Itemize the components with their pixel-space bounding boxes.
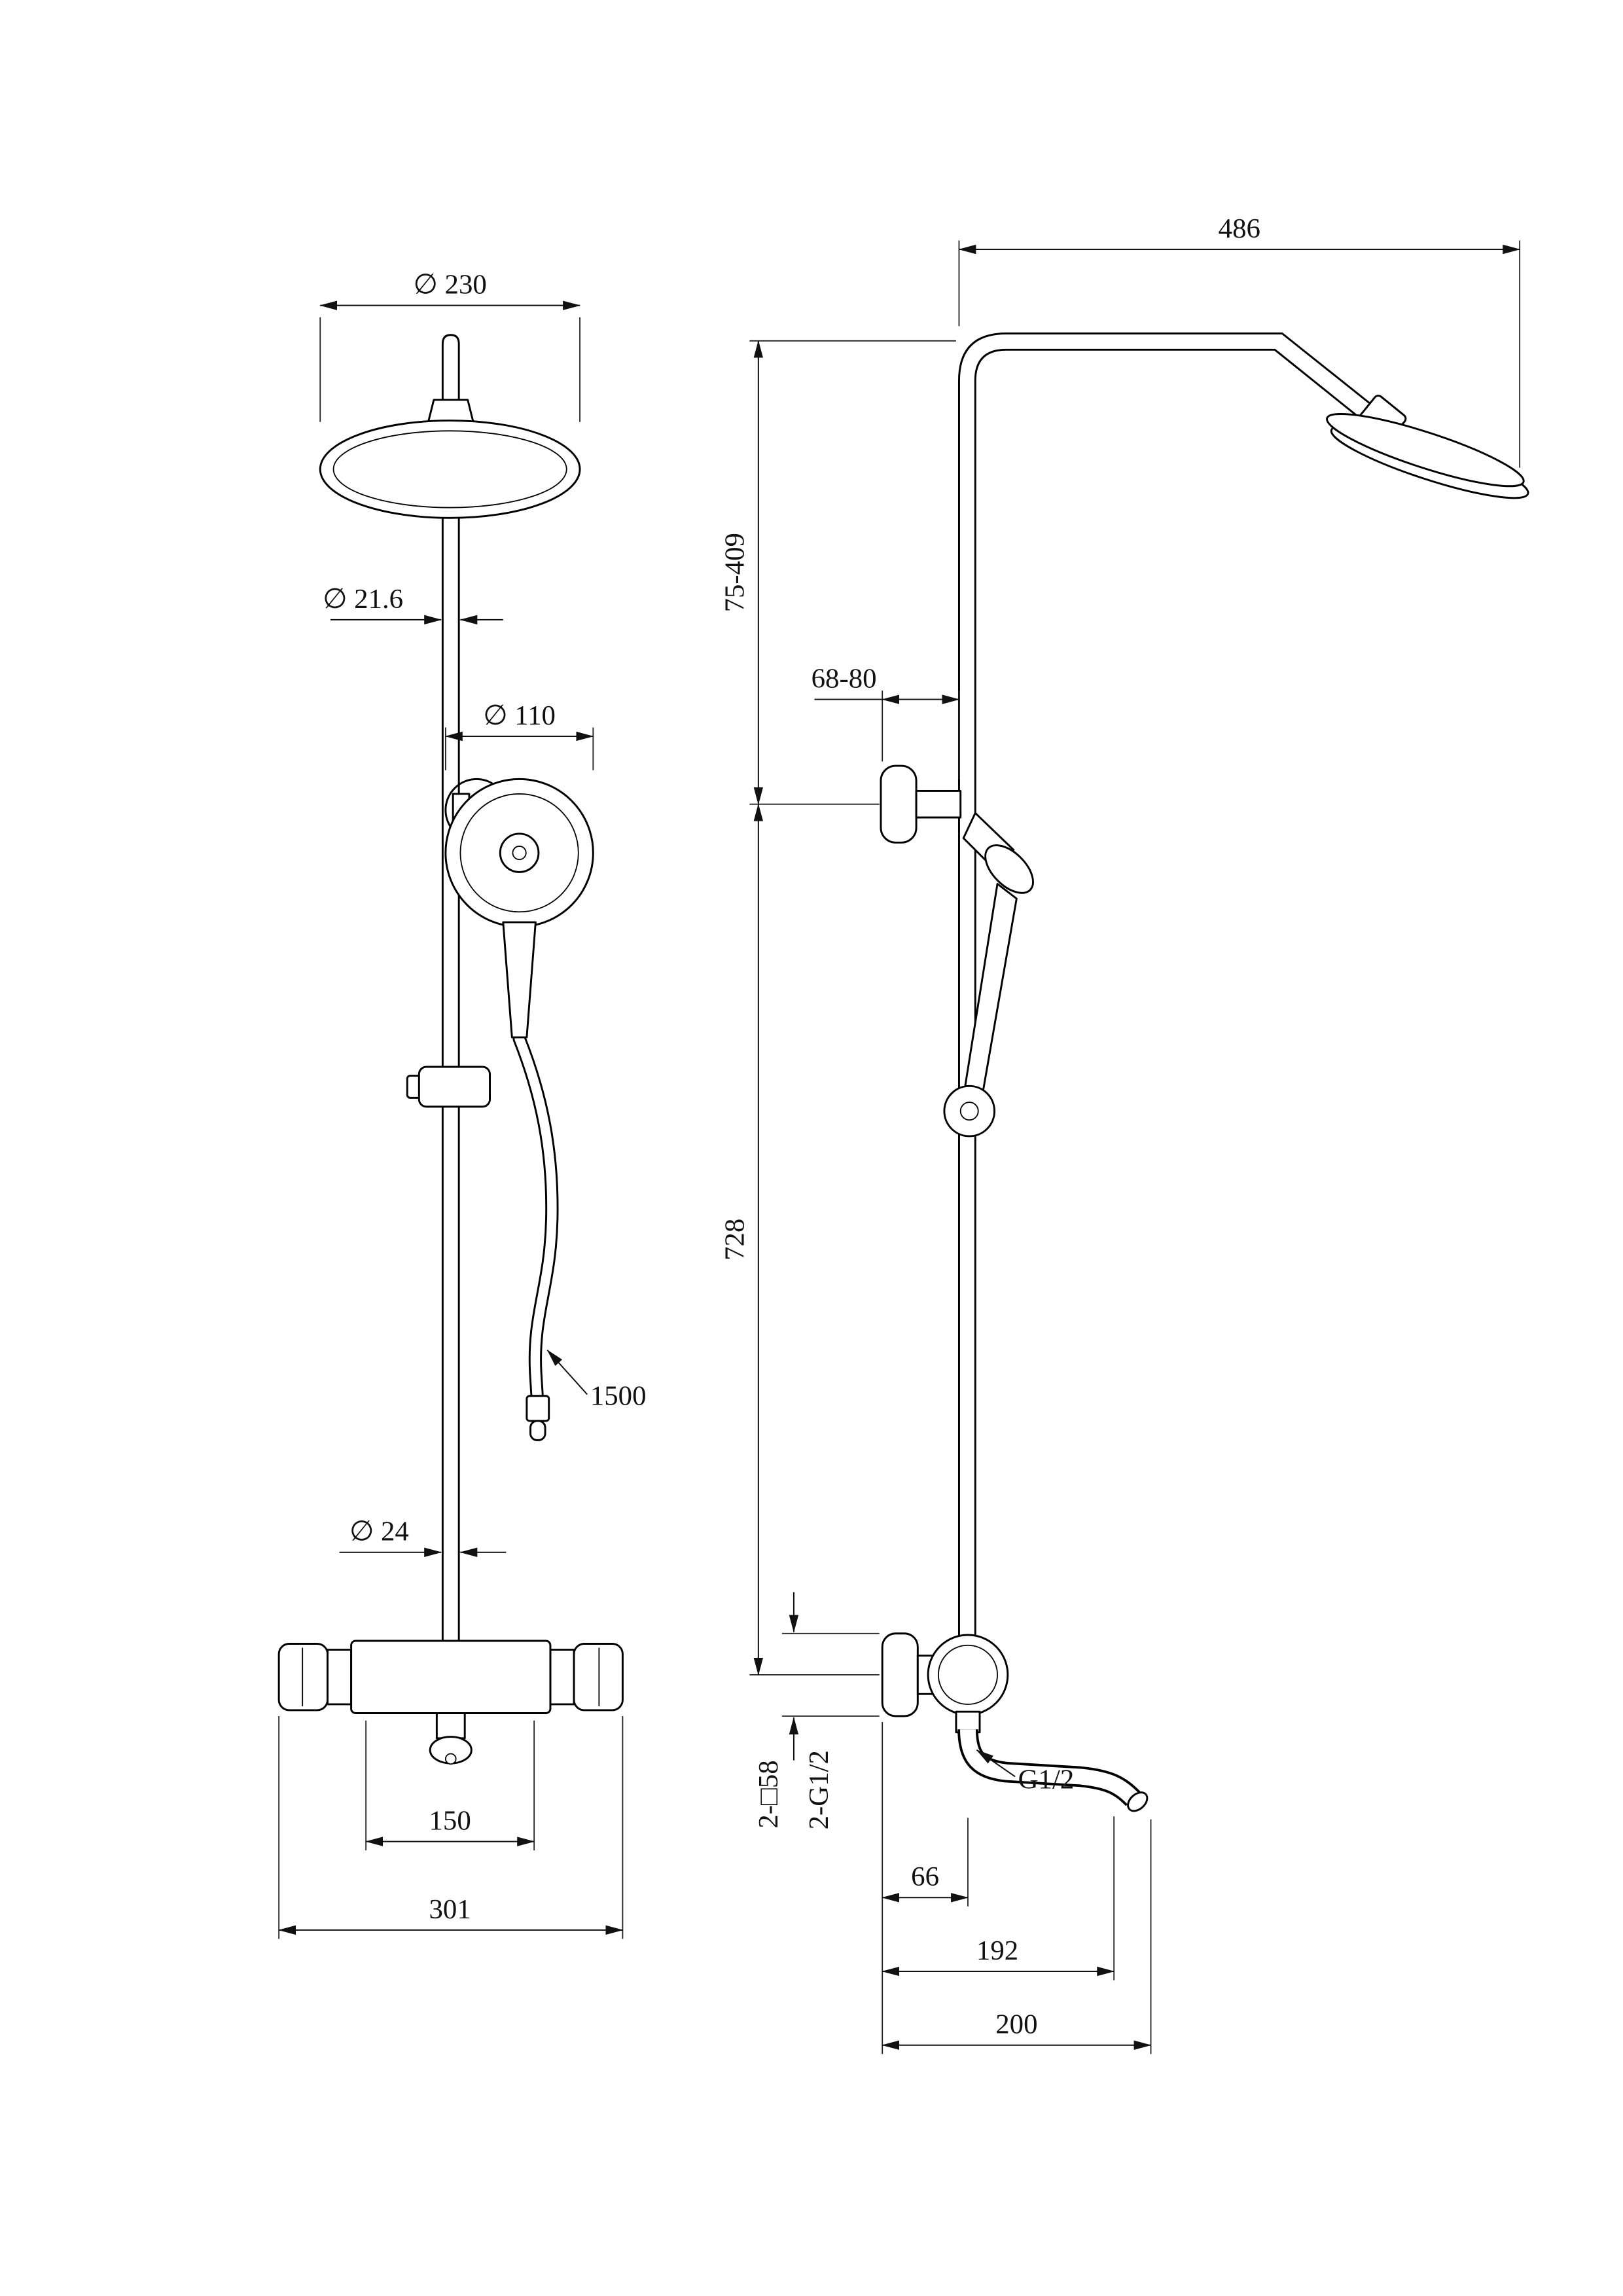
dim-inlet-spacing: 150	[429, 1806, 471, 1837]
dim-hose-length: 1500	[590, 1380, 647, 1411]
leader-line	[546, 1350, 588, 1395]
shower-head-side	[1326, 413, 1525, 488]
dim-pipe-diameter: ∅ 21.6	[323, 584, 403, 615]
front-view-dimensions: ∅ 230 ∅ 21.6 ∅ 110 1500 ∅ 24 150 301	[277, 270, 647, 1939]
hand-shower-hub-button	[512, 846, 527, 861]
valve-body-front	[350, 1640, 552, 1714]
tub-spout-inner	[960, 1729, 1139, 1804]
dim-wall-to-center: 66	[911, 1861, 939, 1892]
side-view	[880, 332, 1529, 1812]
valve-outlet-tip	[444, 1753, 457, 1765]
hose-end-tip	[529, 1420, 546, 1441]
valve-wall-flange	[881, 1632, 919, 1717]
side-view-dimensions: 486 75-409 68-80 728 2-□58 2-G1/2 G1/2 6…	[719, 213, 1521, 2054]
dim-arm-reach: 486	[1219, 213, 1260, 244]
valve-right-collar	[549, 1649, 575, 1706]
spout-tip	[1127, 1791, 1149, 1812]
dim-upper-pipe-range: 75-409	[719, 533, 750, 612]
valve-left-handle	[277, 1643, 329, 1712]
valve-body-detail	[937, 1644, 998, 1705]
dim-head-diameter: ∅ 230	[414, 270, 487, 300]
dim-valve-width: 301	[429, 1894, 471, 1925]
slider-clamp	[418, 1066, 491, 1108]
wall-bracket-flange	[880, 764, 918, 844]
valve-right-handle	[573, 1643, 624, 1712]
valve-outlet-stub	[435, 1712, 466, 1740]
valve-body-side	[927, 1634, 1009, 1716]
hand-shower-handle	[502, 921, 537, 1039]
dim-flange-spec: 2-□58	[753, 1760, 784, 1828]
shower-hose-inner	[514, 1033, 557, 1401]
valve-left-collar	[327, 1649, 353, 1706]
front-view	[277, 334, 624, 1765]
spout-connector	[955, 1710, 981, 1734]
dim-riser-height: 728	[719, 1219, 750, 1261]
wall-bracket-stem	[915, 789, 962, 819]
dim-spout-reach: 192	[976, 1935, 1018, 1966]
slider-knob-side	[959, 1102, 979, 1121]
leader-line	[976, 1749, 1016, 1778]
hand-shower-head-side	[984, 844, 1034, 894]
hose-connector-nut	[526, 1395, 550, 1422]
dim-inlet-thread: 2-G1/2	[804, 1750, 834, 1829]
dim-spout-thread: G1/2	[1018, 1764, 1075, 1795]
dim-bracket-range: 68-80	[812, 664, 877, 694]
riser-pipe-front	[441, 334, 460, 1654]
dim-lower-pipe-diameter: ∅ 24	[349, 1516, 409, 1547]
hand-shower-hub	[499, 833, 540, 873]
rain-shower-spray-face	[332, 430, 567, 509]
dim-spout-total: 200	[995, 2009, 1037, 2040]
dim-hand-shower-diameter: ∅ 110	[483, 700, 556, 731]
